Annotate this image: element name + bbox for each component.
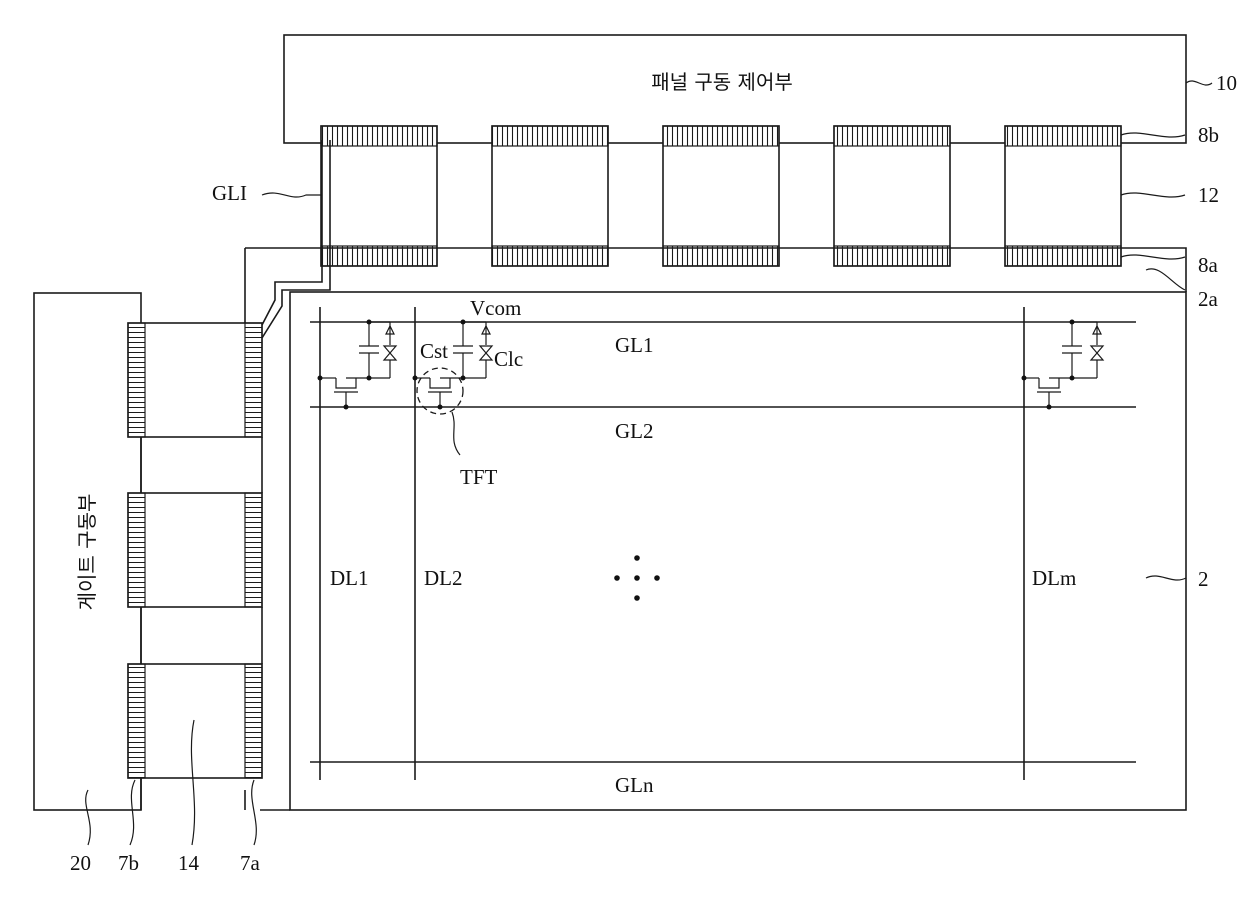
ref-10-label: 10 xyxy=(1216,71,1237,95)
gli-leader xyxy=(262,193,322,197)
gate-film-2 xyxy=(128,493,262,607)
active-area xyxy=(290,292,1186,810)
source-film-3 xyxy=(663,126,779,266)
source-film-2 xyxy=(492,126,608,266)
clc-label: Clc xyxy=(494,347,523,371)
cst-label: Cst xyxy=(420,339,448,363)
gate-film-3 xyxy=(128,664,262,778)
ref-2a-leader xyxy=(1146,269,1185,290)
ref-12-leader xyxy=(1121,193,1185,197)
ref-20-label: 20 xyxy=(70,851,91,875)
ref-7a-label: 7a xyxy=(240,851,261,875)
ref-10-leader xyxy=(1186,81,1212,85)
panel-driver-label: 패널 구동 제어부 xyxy=(651,70,793,94)
dl2-label: DL2 xyxy=(424,566,463,590)
gln-label: GLn xyxy=(615,773,654,797)
ref-14-label: 14 xyxy=(178,851,200,875)
gli-label: GLI xyxy=(212,181,247,205)
tft-label: TFT xyxy=(460,465,498,489)
source-film-5 xyxy=(1005,126,1121,266)
vcom-label: Vcom xyxy=(470,296,521,320)
gate-film-1 xyxy=(128,323,262,437)
ref-2-label: 2 xyxy=(1198,567,1209,591)
ref-7a-leader xyxy=(252,780,257,845)
dlm-label: DLm xyxy=(1032,566,1076,590)
ref-12-label: 12 xyxy=(1198,183,1219,207)
source-film-1 xyxy=(321,126,437,266)
gate-driver-label: 게이트 구동부 xyxy=(75,494,99,611)
dl1-label: DL1 xyxy=(330,566,369,590)
gl1-label: GL1 xyxy=(615,333,654,357)
ref-8b-label: 8b xyxy=(1198,123,1219,147)
ref-7b-label: 7b xyxy=(118,851,139,875)
ref-2a-label: 2a xyxy=(1198,287,1219,311)
gl2-label: GL2 xyxy=(615,419,654,443)
source-film-4 xyxy=(834,126,950,266)
ref-8a-leader xyxy=(1121,255,1185,259)
ref-8a-label: 8a xyxy=(1198,253,1219,277)
